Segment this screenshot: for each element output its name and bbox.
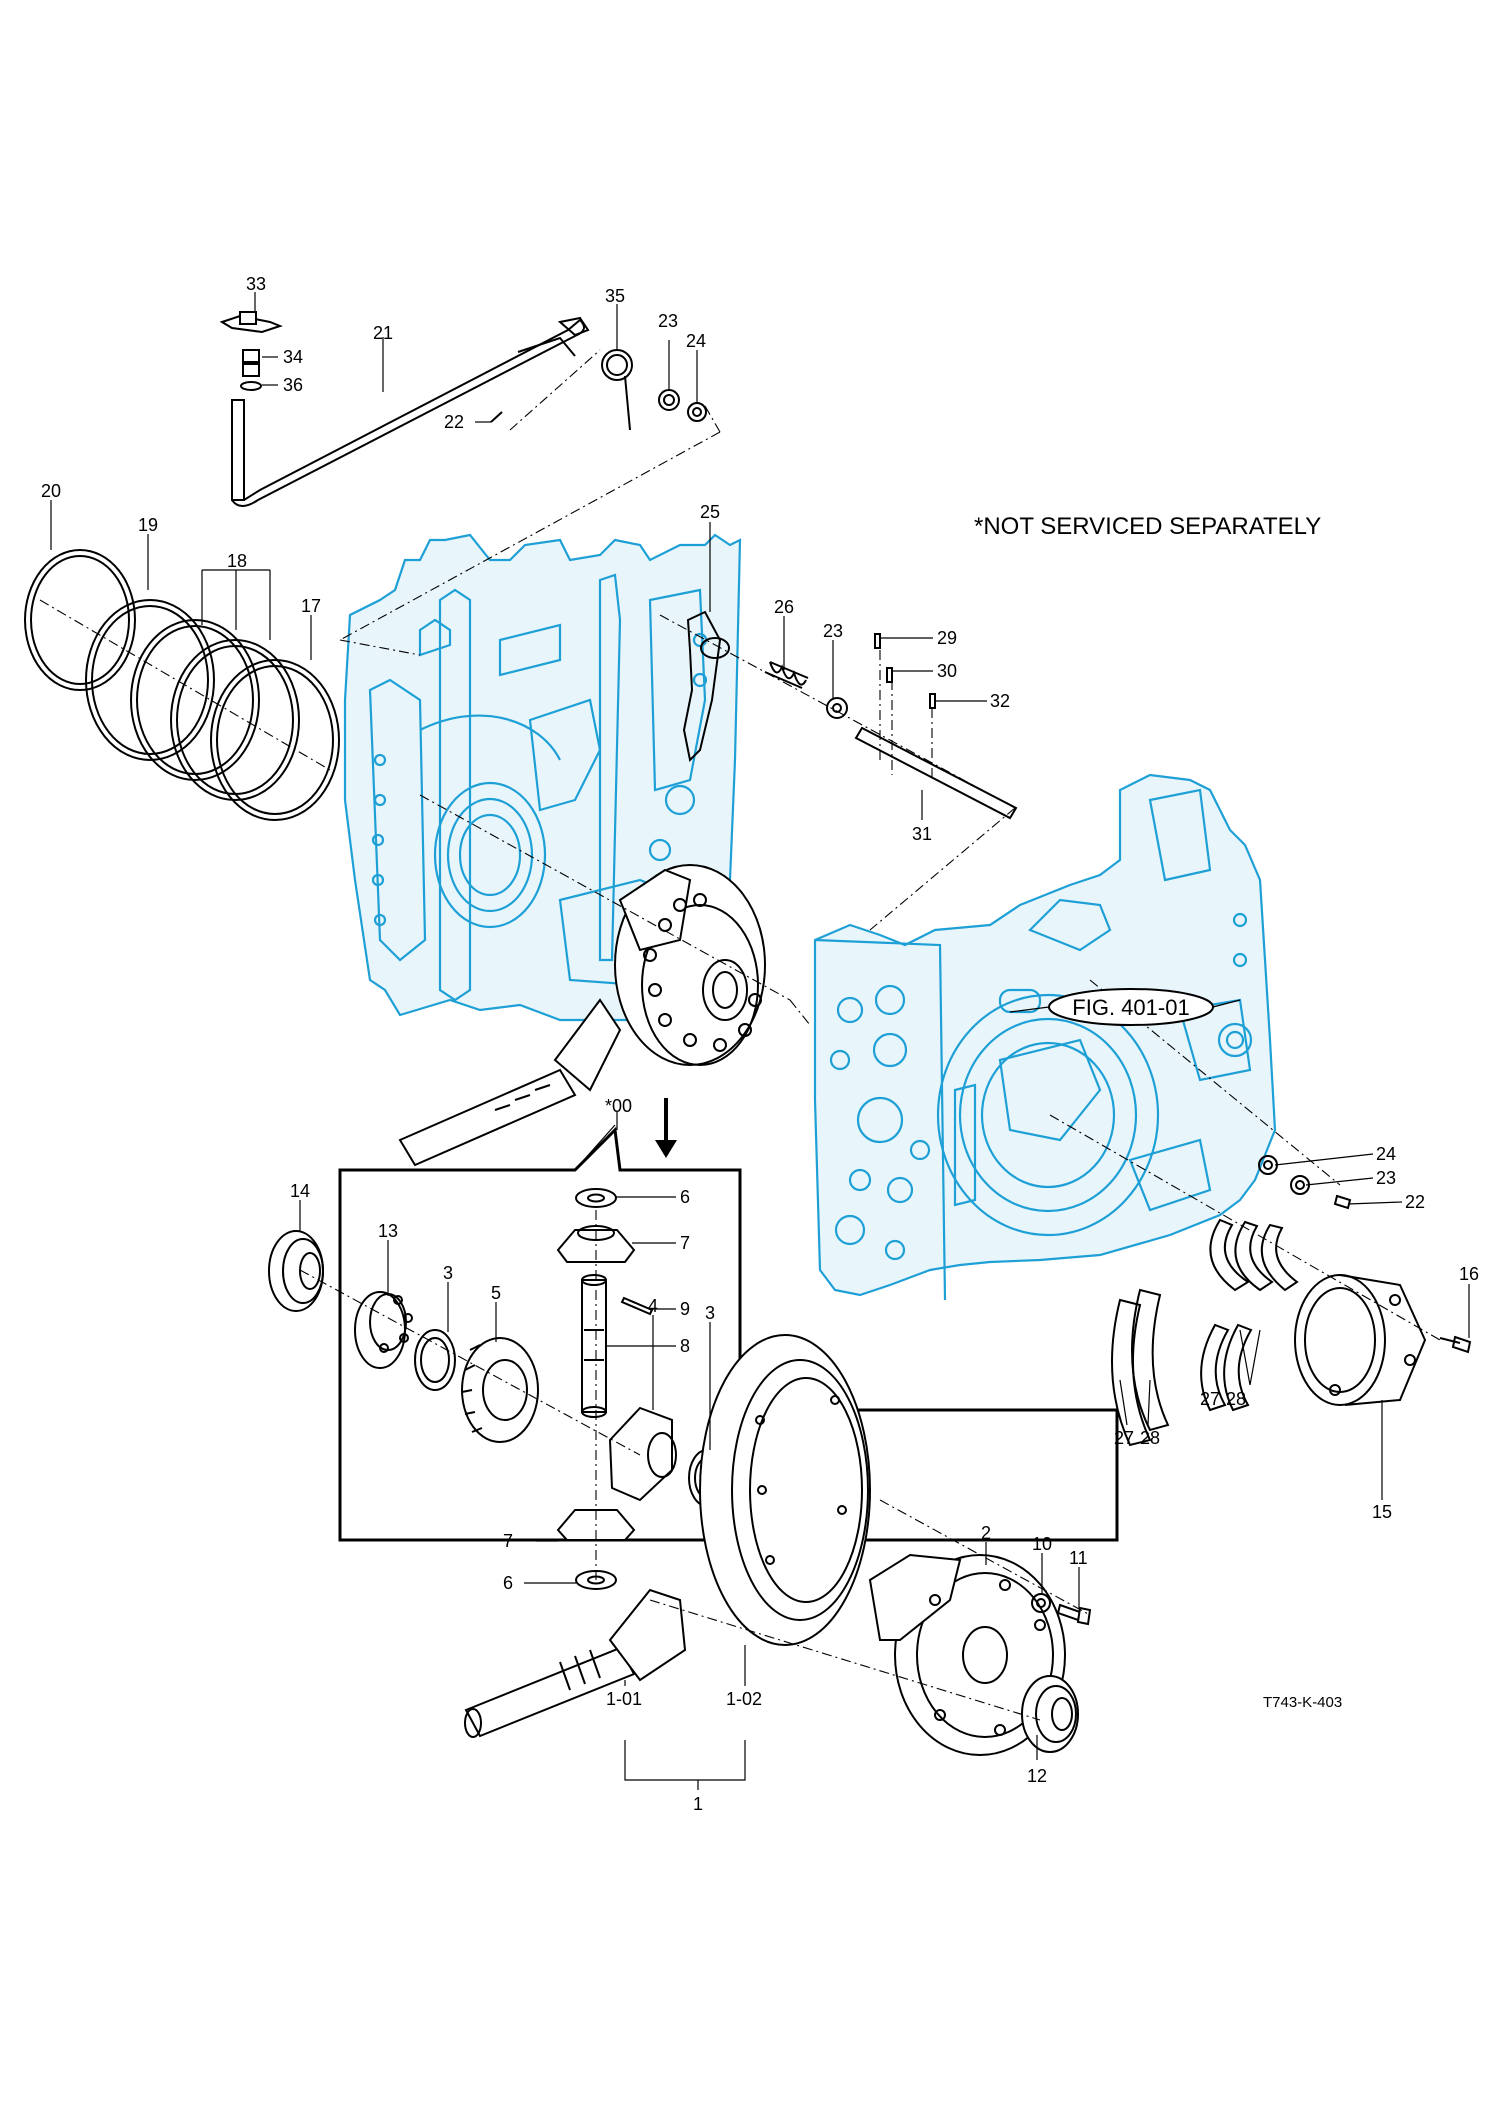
note-not-serviced: *NOT SERVICED SEPARATELY [974, 513, 1321, 540]
exploded-view-parts [268, 1188, 1092, 1756]
callout-9: 9 [680, 1299, 690, 1319]
shift-fork-assembly [682, 610, 1018, 820]
callout-35: 35 [605, 286, 625, 306]
callout-12: 12 [1027, 1766, 1047, 1786]
snap-rings [24, 549, 340, 821]
callout-1: 1 [693, 1794, 703, 1814]
callout-13: 13 [378, 1221, 398, 1241]
callout-27-right: 27 [1200, 1389, 1220, 1409]
callout-28-right: 28 [1226, 1389, 1246, 1409]
callout-24-top: 24 [686, 331, 706, 351]
callout-22-top: 22 [444, 412, 464, 432]
callout-22-right: 22 [1405, 1192, 1425, 1212]
callout-25: 25 [700, 502, 720, 522]
callout-6-bottom: 6 [503, 1573, 513, 1593]
callout-3-left: 3 [443, 1263, 453, 1283]
right-housing-illustration [813, 773, 1277, 1301]
callout-33: 33 [246, 274, 266, 294]
callout-7-bottom: 7 [503, 1531, 513, 1551]
callout-20: 20 [41, 481, 61, 501]
callout-1-01: 1-01 [606, 1689, 642, 1709]
callout-17: 17 [301, 596, 321, 616]
callout-24-right: 24 [1376, 1144, 1396, 1164]
frame-notch [574, 1124, 616, 1171]
callout-18: 18 [227, 551, 247, 571]
control-rod-assembly [219, 311, 707, 507]
callout-28-left: 28 [1140, 1428, 1160, 1448]
callout-16: 16 [1459, 1264, 1479, 1284]
figure-reference-link[interactable]: FIG. 401-01 [1072, 995, 1189, 1020]
callout-26: 26 [774, 597, 794, 617]
differential-assembly [398, 864, 766, 1167]
callout-10: 10 [1032, 1534, 1052, 1554]
callout-21: 21 [373, 323, 393, 343]
callout-19: 19 [138, 515, 158, 535]
callout-34: 34 [283, 347, 303, 367]
callout-27-left: 27 [1114, 1428, 1134, 1448]
callout-8: 8 [680, 1336, 690, 1356]
down-arrow [655, 1098, 677, 1158]
callout-7-top: 7 [680, 1233, 690, 1253]
callout-11: 11 [1069, 1548, 1088, 1568]
callout-6-top: 6 [680, 1187, 690, 1207]
callout-2: 2 [981, 1523, 991, 1543]
callout-5: 5 [491, 1283, 501, 1303]
drawing-code: T743-K-403 [1263, 1694, 1342, 1711]
callout-31: 31 [912, 824, 932, 844]
callout-00: *00 [605, 1096, 632, 1116]
callout-1-02: 1-02 [726, 1689, 762, 1709]
callout-4: 4 [648, 1296, 658, 1316]
callout-23-right: 23 [1376, 1168, 1396, 1188]
assembly-centerlines [39, 349, 1441, 1721]
callout-14: 14 [290, 1181, 310, 1201]
callout-23-mid: 23 [823, 621, 843, 641]
callout-29: 29 [937, 628, 957, 648]
callout-15: 15 [1372, 1502, 1392, 1522]
callout-36: 36 [283, 375, 303, 395]
callout-30: 30 [937, 661, 957, 681]
callout-32: 32 [990, 691, 1010, 711]
callout-23-top: 23 [658, 311, 678, 331]
leader-lines [50, 292, 1470, 1790]
callout-3-right: 3 [705, 1303, 715, 1323]
